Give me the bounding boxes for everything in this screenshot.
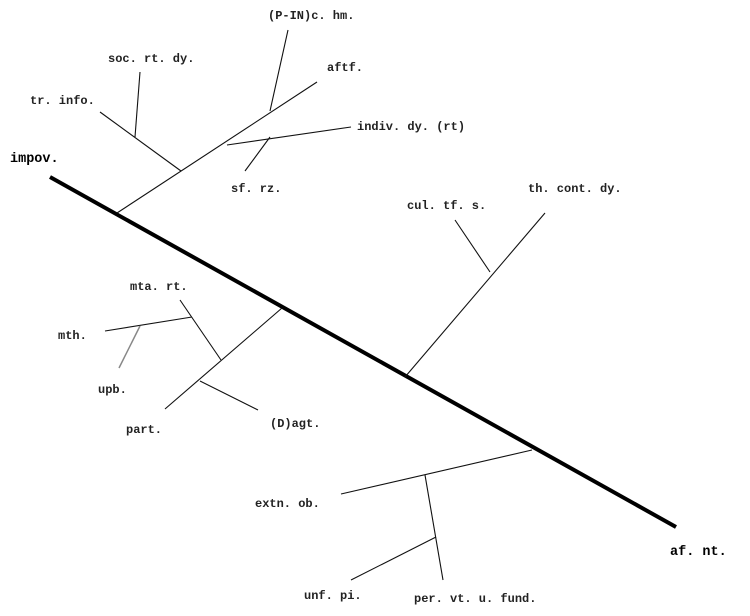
label-mth: mth. [58,329,87,343]
label-cul-tf-s: cul. tf. s. [407,199,486,213]
branch-mid [164,307,283,410]
label-d-agt: (D)agt. [270,417,320,431]
label-indiv-dy-rt: indiv. dy. (rt) [357,120,465,134]
label-extn-ob: extn. ob. [255,497,320,511]
branch-unf-pi [350,536,437,581]
label-unf-pi: unf. pi. [304,589,362,603]
label-part: part. [126,423,162,437]
label-impov: impov. [10,152,59,167]
branch-p-in-c-hm [269,29,289,112]
branch-mth [104,316,193,332]
branch-cul-tf-s [454,219,491,273]
branch-indiv-dy [226,126,352,146]
branch-mta-rt [179,299,222,361]
branch-upb [118,325,141,369]
branch-per-vt [424,474,444,581]
branch-upper [116,81,318,214]
branch-soc-rt-dy [134,71,141,138]
label-per-vt-u-fund: per. vt. u. fund. [414,592,536,606]
label-tr-info: tr. info. [30,94,95,108]
branch-d-agt [199,380,259,411]
label-upb: upb. [98,383,127,397]
label-sf-rz: sf. rz. [231,182,281,196]
label-mta-rt: mta. rt. [130,280,188,294]
main-spine [49,175,677,529]
label-p-in-c-hm: (P-IN)c. hm. [268,9,354,23]
label-th-cont-dy: th. cont. dy. [528,182,622,196]
label-af-nt: af. nt. [670,545,727,560]
branch-tr-info [99,111,182,172]
branch-extn-ob [340,449,533,495]
branch-sf-rz [244,136,271,172]
branch-th-cont-dy [404,212,546,378]
label-aftf: aftf. [327,61,363,75]
label-soc-rt-dy: soc. rt. dy. [108,52,194,66]
